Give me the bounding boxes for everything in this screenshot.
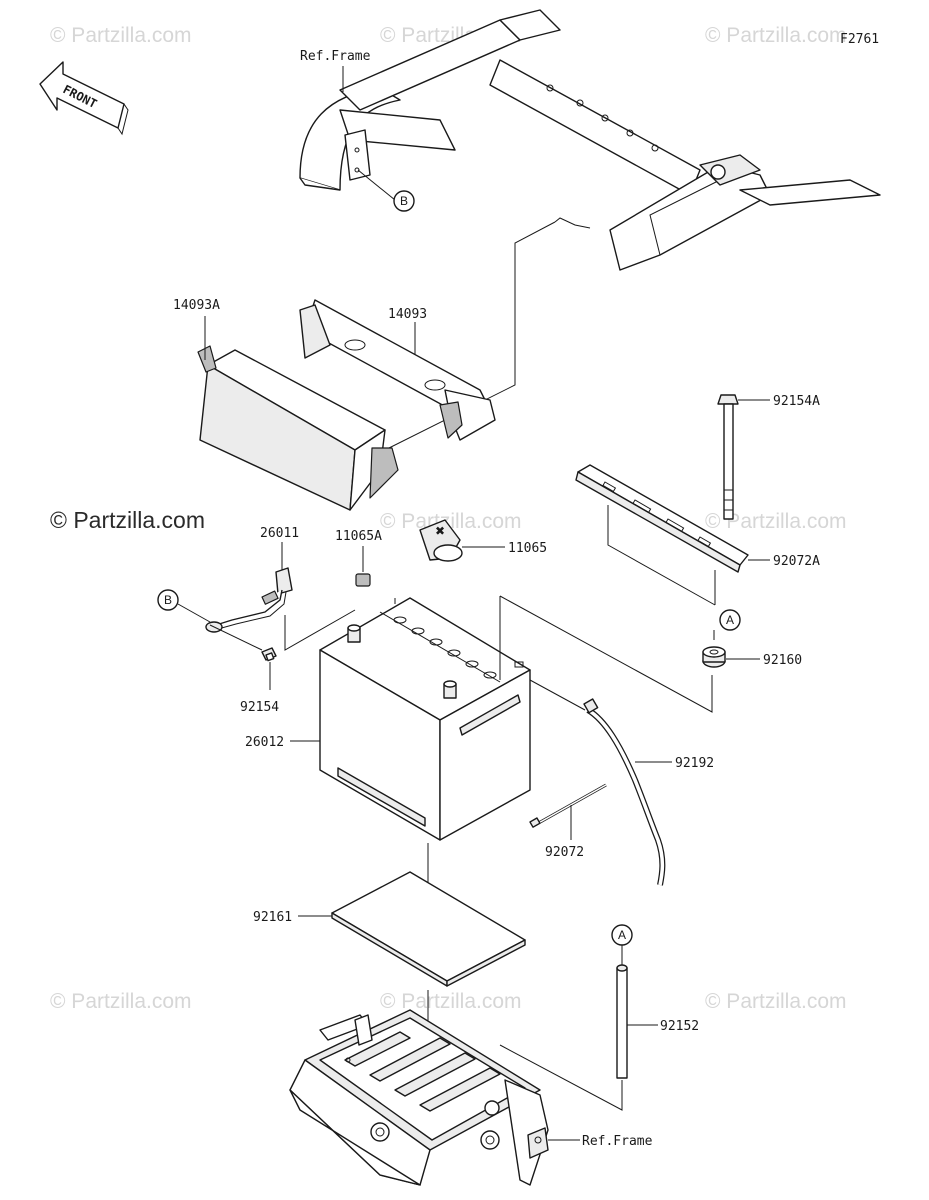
watermark: © Partzilla.com [705,510,847,533]
ref-marker-b-left [157,589,179,611]
watermark: © Partzilla.com [50,24,192,47]
frame-top-illustration [299,9,881,271]
watermark: © Partzilla.com [380,510,522,533]
callout-26011: 26011 [260,526,299,541]
callout-92161: 92161 [253,910,292,925]
vent-tube-92192-illustration [583,698,666,886]
callout-26012: 26012 [245,735,284,750]
mat-92161-illustration [331,871,526,987]
callout-92154A: 92154A [773,394,820,409]
battery-cover-14093-illustration [299,299,496,441]
callout-92154: 92154 [240,700,279,715]
callout-ref-frame-top: Ref.Frame [300,49,371,64]
callout-92072: 92072 [545,845,584,860]
battery-tray-illustration [289,1009,549,1186]
cable-tie-92072-illustration [529,783,607,828]
rod-92152-illustration [616,964,628,1079]
watermark: © Partzilla.com [705,990,847,1013]
callout-ref-frame-bottom: Ref.Frame [582,1134,653,1149]
callout-92160: 92160 [763,653,802,668]
callout-92192: 92192 [675,756,714,771]
figure-code: F2761 [840,32,879,47]
watermarks: © Partzilla.com © Partzilla.com © Partzi… [50,24,847,1013]
plate-92072A-illustration [575,464,749,573]
grommet-92160-illustration [702,646,726,668]
bolt-92154A-illustration [717,394,739,520]
callout-92072A: 92072A [773,554,820,569]
ref-marker-b [393,190,415,212]
cap-11065-illustration: ✖ [419,519,463,562]
ref-marker-a-label: A [726,613,734,627]
ref-marker-a [719,609,741,631]
front-arrow-icon: FRONT [39,61,129,136]
ref-marker-b-left-label: B [164,593,172,607]
callout-11065A: 11065A [335,529,382,544]
battery-26012-illustration [319,597,531,841]
cable-26011-illustration [205,567,293,633]
svg-text:✖: ✖ [435,524,445,538]
callout-92152: 92152 [660,1019,699,1034]
cap-11065A-illustration [355,573,371,587]
ref-marker-b-label: B [400,194,408,208]
watermark: © Partzilla.com [705,24,847,47]
callout-14093: 14093 [388,307,427,322]
bolt-92154-illustration [261,647,277,662]
ref-marker-a-bottom-label: A [618,928,626,942]
callout-14093A: 14093A [173,298,220,313]
watermark: © Partzilla.com [50,990,192,1013]
watermark: © Partzilla.com [380,990,522,1013]
callout-11065: 11065 [508,541,547,556]
battery-cover-14093A-illustration [197,345,399,511]
copyright-text: © Partzilla.com [50,507,205,533]
